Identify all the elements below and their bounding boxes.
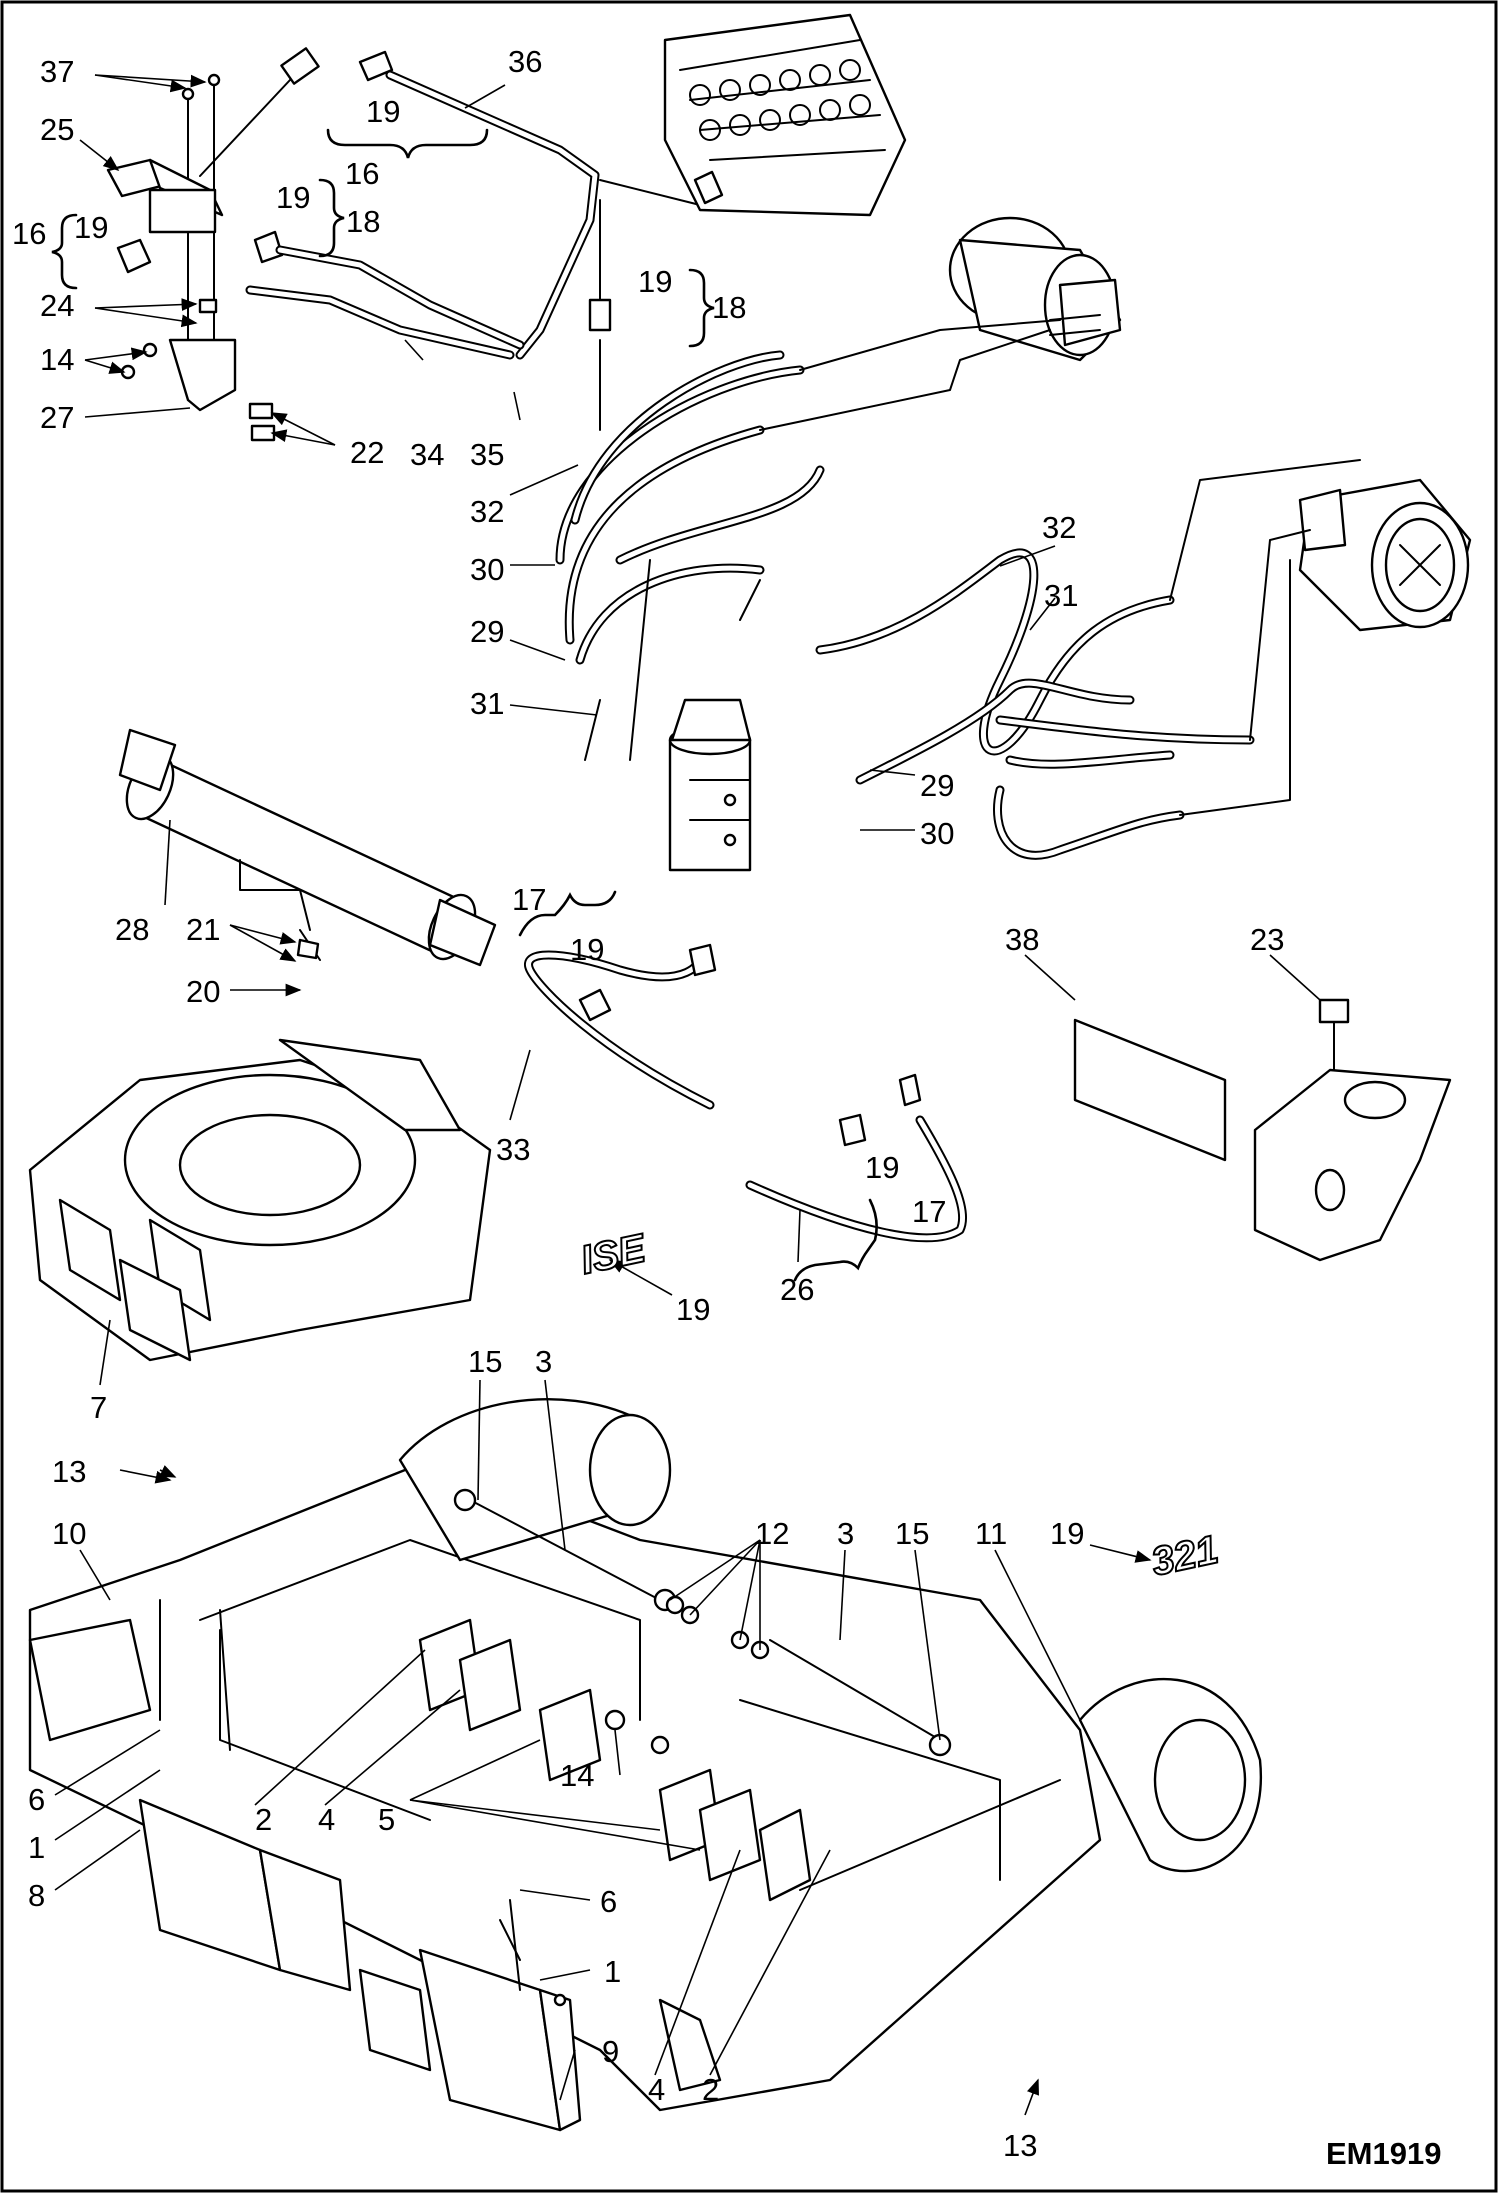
callout-2: 2	[702, 2072, 719, 2107]
callout-36: 36	[508, 44, 542, 79]
leader-lines	[54, 74, 1321, 2116]
solenoid-valve-assembly	[106, 47, 394, 442]
model-decal: 321	[1148, 1528, 1222, 1585]
tube-lines	[245, 70, 701, 431]
callout-14: 14	[560, 1758, 594, 1793]
callout-8: 8	[28, 1878, 45, 1913]
callout-4: 4	[318, 1802, 335, 1837]
callout-21: 21	[186, 912, 220, 947]
undercarriage-frame	[28, 1397, 1263, 2112]
callout-26: 26	[780, 1272, 814, 1307]
callout-13: 13	[52, 1454, 86, 1489]
callout-30: 30	[470, 552, 504, 587]
callout-3: 3	[837, 1516, 854, 1551]
callout-14: 14	[40, 342, 74, 377]
callout-13: 13	[1003, 2128, 1037, 2163]
callout-labels: 37 25 19 16 36 16 19 18 19 24 14 27 22 3…	[12, 44, 1284, 2163]
callout-9: 9	[602, 2034, 619, 2069]
upper-frame	[28, 1038, 492, 1362]
callout-30: 30	[920, 816, 954, 851]
callout-31: 31	[470, 686, 504, 721]
figure-code: EM1919	[1326, 2136, 1441, 2171]
callout-38: 38	[1005, 922, 1039, 957]
callout-5: 5	[378, 1802, 395, 1837]
travel-motor-upper	[948, 216, 1122, 362]
callout-32: 32	[1042, 510, 1076, 545]
callout-19: 19	[1050, 1516, 1084, 1551]
callout-10: 10	[52, 1516, 86, 1551]
callout-29: 29	[470, 614, 504, 649]
callout-19: 19	[865, 1150, 899, 1185]
callout-37: 37	[40, 54, 74, 89]
callout-17: 17	[912, 1194, 946, 1229]
callout-6: 6	[600, 1884, 617, 1919]
callout-19: 19	[366, 94, 400, 129]
callout-23: 23	[1250, 922, 1284, 957]
callout-19: 19	[638, 264, 672, 299]
callout-22: 22	[350, 435, 384, 470]
callout-20: 20	[186, 974, 220, 1009]
control-valve-bank	[663, 13, 907, 217]
callout-12: 12	[755, 1516, 789, 1551]
callout-1: 1	[28, 1830, 45, 1865]
decal-panel	[1073, 1018, 1227, 1162]
callout-7: 7	[90, 1390, 107, 1425]
swivel-joint	[668, 698, 752, 872]
callout-16: 16	[345, 156, 379, 191]
callout-18: 18	[346, 204, 380, 239]
frame-pins-brackets	[219, 1488, 952, 2011]
callout-19: 19	[676, 1292, 710, 1327]
switch-bracket	[1253, 998, 1452, 1262]
callout-35: 35	[470, 437, 504, 472]
grouping-braces	[51, 128, 878, 1282]
travel-motor-lower	[1298, 478, 1472, 632]
callout-27: 27	[40, 400, 74, 435]
callout-3: 3	[535, 1344, 552, 1379]
callout-31: 31	[1044, 578, 1078, 613]
callout-19: 19	[570, 932, 604, 967]
callout-33: 33	[496, 1132, 530, 1167]
callout-6: 6	[28, 1782, 45, 1817]
callout-1: 1	[604, 1954, 621, 1989]
callout-32: 32	[470, 494, 504, 529]
callout-25: 25	[40, 112, 74, 147]
cylinder	[118, 728, 497, 967]
callout-17: 17	[512, 882, 546, 917]
callout-2: 2	[255, 1802, 272, 1837]
callout-29: 29	[920, 768, 954, 803]
lower-hoses	[524, 943, 968, 1243]
callout-15: 15	[895, 1516, 929, 1551]
ise-decal: ISE	[577, 1226, 651, 1283]
callout-15: 15	[468, 1344, 502, 1379]
callout-24: 24	[40, 288, 74, 323]
callout-4: 4	[648, 2072, 665, 2107]
blade-covers	[138, 1798, 582, 2132]
callout-34: 34	[410, 437, 444, 472]
hydraulic-hoses	[555, 319, 1361, 860]
callout-28: 28	[115, 912, 149, 947]
callout-11: 11	[975, 1516, 1007, 1551]
callout-18: 18	[712, 290, 746, 325]
callout-16: 16	[12, 216, 46, 251]
callout-19: 19	[74, 210, 108, 245]
callout-19: 19	[276, 180, 310, 215]
